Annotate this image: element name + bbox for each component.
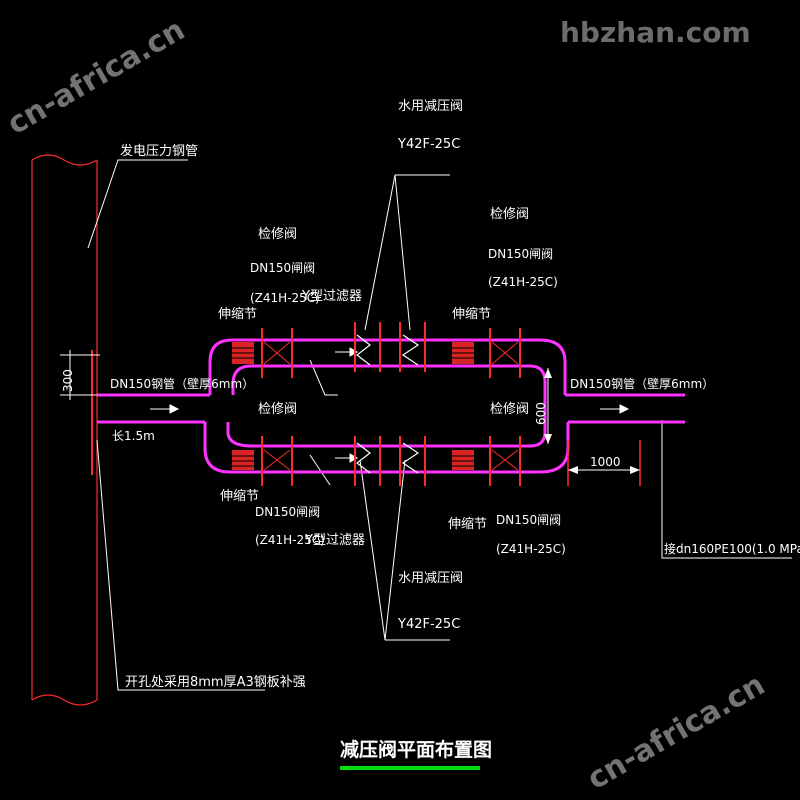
label-y-filter-top: Y型过滤器 [301,289,362,304]
label-inlet-pipe: DN150钢管（壁厚6mm） [110,376,254,391]
dimension-1000: 1000 [567,440,641,486]
expansion-joint-hatching [232,347,474,467]
label-maint-valve-mid-left: 检修阀 [258,402,297,417]
pipework [97,338,685,474]
label-expansion-bottom-left: 伸缩节 [220,488,259,504]
dimension-300: 300 [60,350,100,400]
label-maint-valve-top-right: 检修阀 [490,207,529,222]
title-underline [340,766,480,770]
label-expansion-bottom-right: 伸缩节 [448,516,487,532]
label-prv-bottom-name: 水用减压阀 [398,571,463,586]
label-outlet-connection: 接dn160PE100(1.0 MPa)管 [664,541,800,556]
label-gate-valve-top-left-2: (Z41H-25C) [250,291,320,305]
label-gate-valve-top-left-1: DN150闸阀 [250,261,315,275]
label-gate-valve-top-right-1: DN150闸阀 [488,247,553,261]
label-gate-valve-bottom-right-1: DN150闸阀 [496,513,561,527]
label-prv-bottom-model: Y42F-25C [397,617,460,632]
watermark-top-left: cn-africa.cn [2,12,191,142]
diagram-title: 减压阀平面布置图 [340,738,492,761]
dimension-600-text: 600 [534,402,548,425]
label-outlet-pipe: DN150钢管（壁厚6mm） [570,376,714,391]
watermark-top-right: hbzhan.com [560,16,751,49]
label-gate-valve-bottom-left-1: DN150闸阀 [255,505,320,519]
filter-and-prv-symbols [356,334,420,474]
main-penstock [31,154,98,706]
label-maint-valve-mid-right: 检修阀 [490,402,529,417]
label-gate-valve-bottom-left-2: (Z41H-25C) [255,533,325,547]
label-y-filter-bottom: Y型过滤器 [304,533,365,548]
label-maint-valve-top-left: 检修阀 [258,227,297,242]
valve-flanges [261,322,521,486]
dimension-1000-text: 1000 [590,455,621,469]
label-expansion-top-right: 伸缩节 [452,306,491,322]
leader-lines [87,159,792,691]
flow-arrows [150,347,630,463]
label-gate-valve-top-right-2: (Z41H-25C) [488,275,558,289]
label-gate-valve-bottom-right-2: (Z41H-25C) [496,542,566,556]
label-expansion-top-left: 伸缩节 [218,306,257,322]
dimension-300-text: 300 [61,369,75,392]
label-prv-top-model: Y42F-25C [397,137,460,152]
label-inlet-length: 长1.5m [112,429,155,443]
watermark-bottom-right: cn-africa.cn [582,667,771,797]
dimension-600: 600 [534,368,552,444]
label-reinforcement-note: 开孔处采用8mm厚A3钢板补强 [125,675,306,690]
label-prv-top-name: 水用减压阀 [398,99,463,114]
label-main-penstock: 发电压力钢管 [120,143,198,159]
gate-valve-symbols [263,341,519,471]
